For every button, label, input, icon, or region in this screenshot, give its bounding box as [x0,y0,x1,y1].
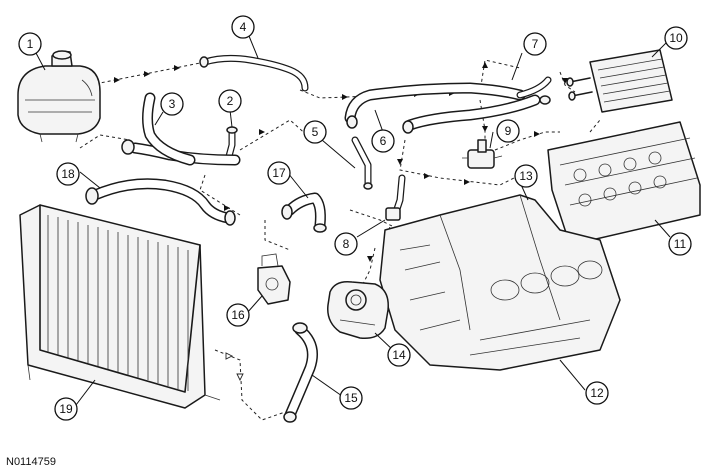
svg-text:5: 5 [312,125,319,139]
radiator [19,204,221,409]
svg-text:14: 14 [392,348,406,362]
hose-5 [351,136,373,190]
heater-core [566,49,673,113]
svg-text:11: 11 [674,237,687,251]
svg-text:16: 16 [231,308,245,322]
callout-16: 16 [226,303,250,327]
hose-6 [344,82,541,134]
hose-15 [283,322,318,423]
hose-17 [281,192,327,233]
callout-leaders [35,35,671,406]
callout-7: 7 [523,32,547,56]
svg-text:4: 4 [240,20,247,34]
expansion-tank [17,50,101,143]
callout-10: 10 [664,26,688,50]
callout-11: 11 [668,232,692,256]
svg-text:7: 7 [532,37,539,51]
coolant-tee [385,174,406,221]
svg-text:8: 8 [343,237,350,251]
callout-5: 5 [303,120,327,144]
callout-8: 8 [334,232,358,256]
svg-text:3: 3 [169,97,176,111]
callout-9: 9 [496,119,520,143]
svg-text:9: 9 [505,124,512,138]
callout-14: 14 [387,343,411,367]
svg-text:6: 6 [380,134,387,148]
svg-text:12: 12 [590,386,604,400]
svg-text:1: 1 [27,37,34,51]
callout-19: 19 [54,397,78,421]
callout-6: 6 [371,129,395,153]
hose-7 [516,76,552,105]
engine-block [379,194,621,371]
callout-17: 17 [267,161,291,185]
callout-12: 12 [585,381,609,405]
callout-1: 1 [18,32,42,56]
callout-2: 2 [218,89,242,113]
svg-text:15: 15 [344,391,358,405]
callout-3: 3 [160,92,184,116]
svg-text:10: 10 [669,31,683,45]
svg-text:17: 17 [272,166,286,180]
callout-13: 13 [514,164,538,188]
thermostat-housing [257,253,291,305]
svg-text:18: 18 [61,167,75,181]
callout-4: 4 [231,15,255,39]
callout-15: 15 [339,386,363,410]
heater-valve [462,139,503,169]
cylinder-head [547,121,701,246]
callout-18: 18 [56,162,80,186]
svg-text:2: 2 [227,94,234,108]
hose-4 [199,54,309,92]
svg-text:13: 13 [519,169,533,183]
svg-text:19: 19 [59,402,73,416]
hose-18 [85,178,236,226]
figure-id: N0114759 [6,456,56,468]
water-pump [327,280,389,340]
hose-3 [121,92,241,166]
